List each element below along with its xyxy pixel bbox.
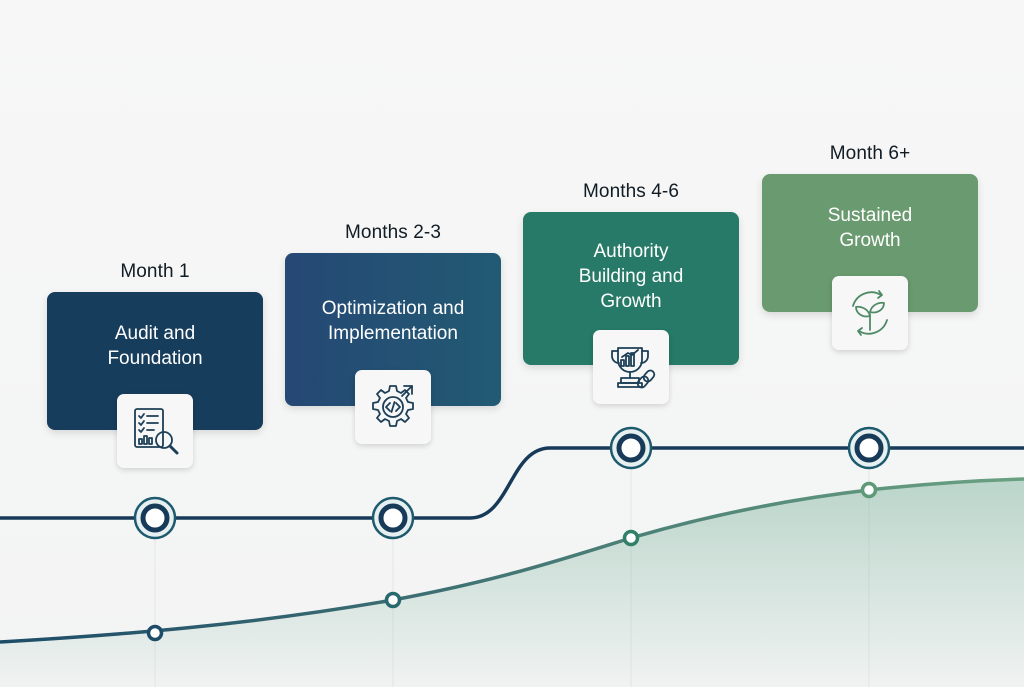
gear-code-icon — [355, 370, 431, 444]
growth-curve — [0, 477, 1024, 644]
milestone-marker-month-6-plus — [847, 426, 891, 470]
growth-curve-markers — [146, 481, 878, 642]
phase-period-months-2-3: Months 2-3 — [344, 222, 442, 243]
curve-marker-month-1 — [146, 624, 164, 642]
phase-period-month-6-plus: Month 6+ — [829, 143, 911, 164]
phase-title-authority: Authority Building and Growth — [578, 241, 684, 312]
curve-marker-month-6-plus — [860, 481, 878, 499]
curve-marker-months-2-3 — [384, 591, 402, 609]
phase-period-month-1: Month 1 — [120, 261, 190, 282]
milestone-marker-month-1 — [133, 496, 177, 540]
sprout-cycle-icon — [832, 276, 908, 350]
milestone-marker-months-4-6 — [609, 426, 653, 470]
milestone-markers — [133, 426, 891, 540]
phase-title-optimization: Optimization and Implementation — [321, 298, 465, 344]
growth-area — [0, 479, 1024, 687]
trophy-link-icon — [593, 330, 669, 404]
phase-title-audit: Audit and Foundation — [107, 323, 203, 369]
phase-title-sustained: Sustained Growth — [827, 205, 913, 251]
audit-report-magnifier-icon — [117, 394, 193, 468]
milestone-line — [0, 446, 1024, 520]
curve-marker-months-4-6 — [622, 529, 640, 547]
milestone-marker-months-2-3 — [371, 496, 415, 540]
phase-period-months-4-6: Months 4-6 — [582, 181, 680, 202]
